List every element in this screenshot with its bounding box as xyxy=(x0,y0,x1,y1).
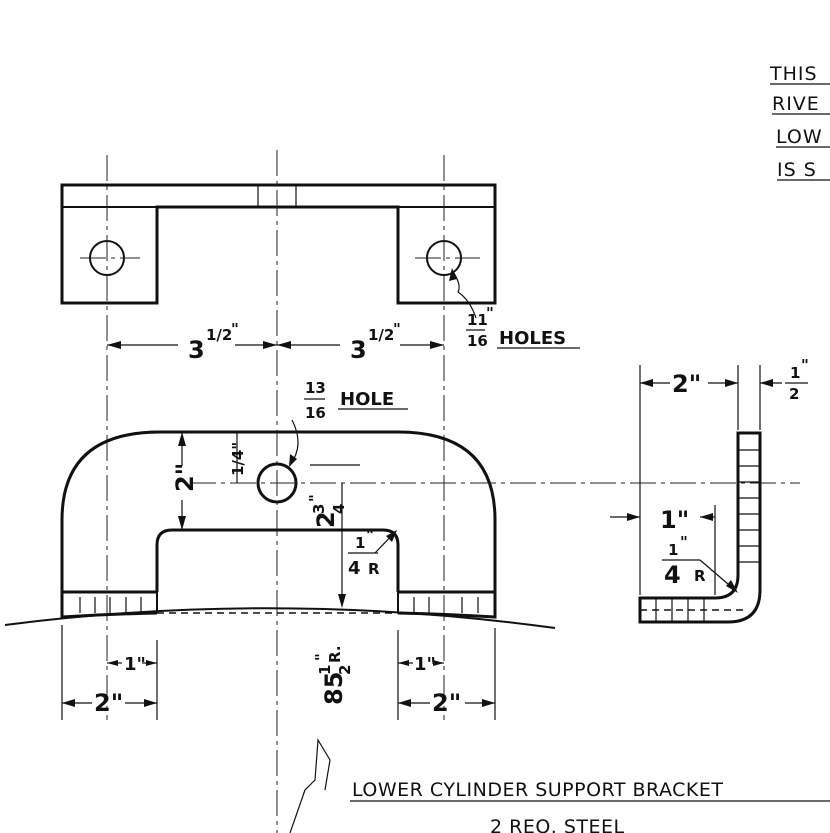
radius-quarter-side: 1 " 4 R xyxy=(662,533,706,589)
svg-text:": " xyxy=(393,320,401,338)
svg-text:2": 2" xyxy=(171,463,199,492)
svg-text:": " xyxy=(801,356,809,374)
svg-text:R.: R. xyxy=(326,645,344,663)
note-line-3: LOW xyxy=(776,126,823,148)
dim-1in-left: 1" xyxy=(124,654,146,675)
svg-text:11: 11 xyxy=(467,311,488,329)
note-line-4: IS S xyxy=(777,159,817,181)
svg-text:": " xyxy=(486,304,494,322)
svg-text:1/2: 1/2 xyxy=(368,326,394,344)
svg-text:2: 2 xyxy=(789,385,799,403)
svg-text:": " xyxy=(366,526,374,544)
svg-text:": " xyxy=(306,494,324,502)
top-view-outline xyxy=(60,183,497,305)
top-view: 3 1/2 " 3 1/2 " 11 16 " HOLES xyxy=(60,150,580,833)
svg-text:16: 16 xyxy=(467,332,488,350)
side-view-outline xyxy=(638,431,762,624)
svg-text:1/4": 1/4" xyxy=(229,442,247,476)
dim-1in-right: 1" xyxy=(414,654,436,675)
svg-text:R: R xyxy=(694,567,706,585)
dim-3-1-2-right: 3 1/2 " xyxy=(350,320,401,364)
dim-2-3-4-vertical: 2 3 4 " xyxy=(306,494,348,528)
svg-text:": " xyxy=(312,653,330,661)
svg-text:1: 1 xyxy=(355,534,365,552)
svg-text:13: 13 xyxy=(305,379,326,397)
note-line-2: RIVE xyxy=(772,93,820,115)
svg-text:2: 2 xyxy=(336,665,354,675)
svg-text:": " xyxy=(231,320,239,338)
svg-text:1/2: 1/2 xyxy=(206,326,232,344)
dim-quarter-vertical: 1/4" xyxy=(229,442,247,476)
dim-2in-right: 2" xyxy=(432,689,461,717)
big-radius-callout: 85 1 2 R. " xyxy=(312,645,354,705)
title-block: LOWER CYLINDER SUPPORT BRACKET 2 REQ. ST… xyxy=(350,779,830,833)
drawing-title: LOWER CYLINDER SUPPORT BRACKET xyxy=(352,779,723,801)
svg-text:4: 4 xyxy=(330,504,348,514)
side-dim-2in: 2" xyxy=(672,370,701,398)
svg-text:HOLE: HOLE xyxy=(340,389,394,410)
dim-2in-vertical: 2" xyxy=(171,463,199,492)
holes-callout: 11 16 " HOLES xyxy=(466,304,580,350)
break-line xyxy=(289,738,331,833)
side-dim-half: 1 " 2 xyxy=(785,356,809,403)
svg-text:3: 3 xyxy=(350,336,367,364)
svg-text:3: 3 xyxy=(310,504,328,514)
hole-callout: 13 16 HOLE xyxy=(304,379,408,422)
svg-text:4: 4 xyxy=(664,561,681,589)
radius-quarter-front: 1 " 4 R xyxy=(348,526,380,579)
drawing-subtitle: 2 REQ. STEEL xyxy=(490,816,625,833)
side-view: 2" 1 " 2 1" 1 " 4 R xyxy=(610,356,809,624)
svg-text:4: 4 xyxy=(348,558,361,579)
svg-text:85: 85 xyxy=(320,672,348,705)
svg-text:1: 1 xyxy=(316,665,334,675)
svg-text:HOLES: HOLES xyxy=(499,328,566,349)
side-dim-1in: 1" xyxy=(660,506,689,534)
svg-text:R: R xyxy=(368,560,380,578)
general-note: THIS RIVE LOW IS S xyxy=(769,63,830,181)
svg-text:16: 16 xyxy=(305,404,326,422)
note-line-1: THIS xyxy=(769,63,818,85)
dim-3-1-2-left: 3 1/2 " xyxy=(188,320,239,364)
front-view: 13 16 HOLE 2" 1/4" 2 3 4 " xyxy=(4,379,800,720)
svg-text:3: 3 xyxy=(188,336,205,364)
svg-text:1: 1 xyxy=(668,541,678,559)
svg-text:1: 1 xyxy=(790,364,800,382)
dim-2in-left: 2" xyxy=(94,689,123,717)
svg-text:2: 2 xyxy=(312,511,340,528)
front-view-outline xyxy=(60,430,497,592)
svg-text:": " xyxy=(680,533,688,551)
